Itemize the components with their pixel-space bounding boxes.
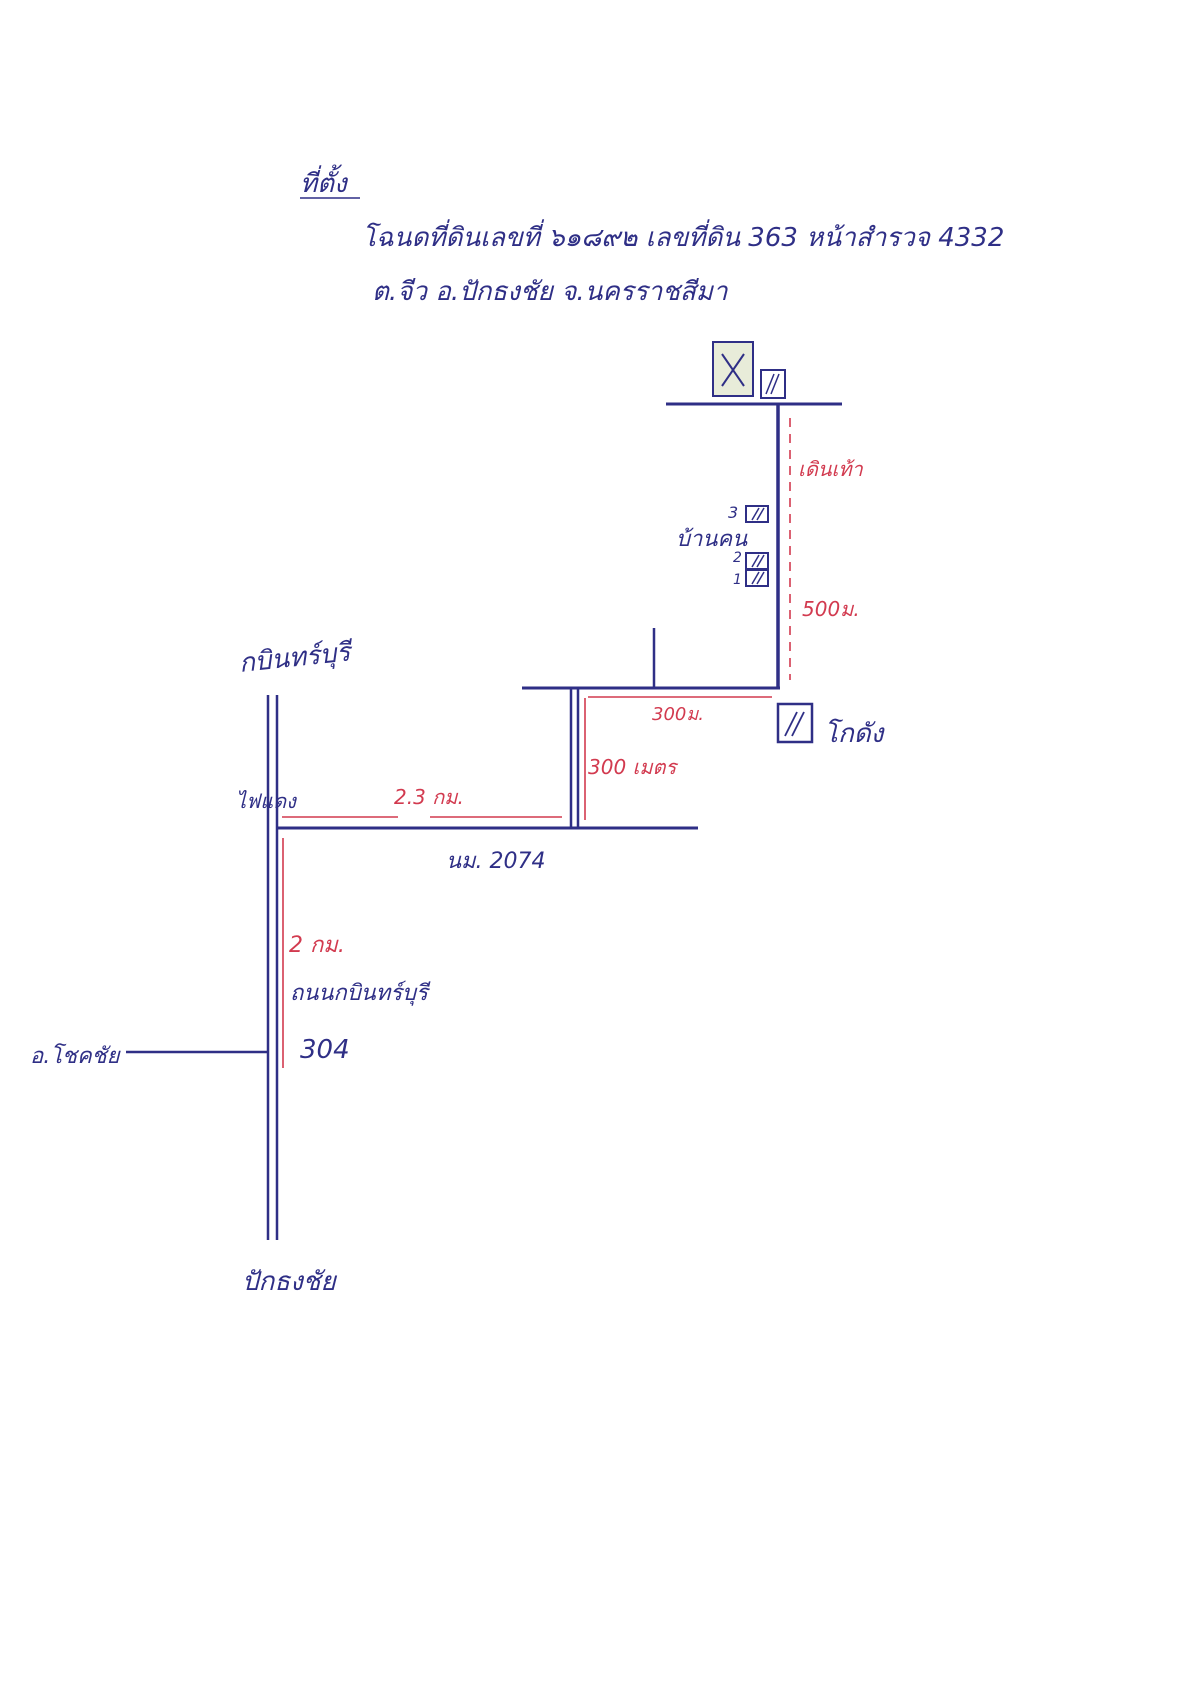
warehouse-label: โกดัง — [824, 718, 886, 749]
header-line1: โฉนดที่ดินเลขที่ ๖๑๘๙๒ เลขที่ดิน 363 หน้… — [362, 219, 1004, 253]
house-1 — [745, 569, 769, 587]
distance-guides — [282, 418, 791, 1068]
walk-label: เดินเท้า — [798, 457, 864, 481]
target-land-marker — [712, 341, 754, 397]
chok-chai-label: อ.โชคชัย — [30, 1043, 122, 1069]
distance-300m: 300ม. — [652, 704, 704, 725]
distance-500m: 500ม. — [802, 597, 860, 621]
header-heading: ที่ตั้ง — [300, 164, 349, 199]
house-number-1: 1 — [733, 572, 742, 588]
distance-2km: 2 กม. — [289, 933, 345, 958]
highway-304 — [266, 695, 279, 1240]
traffic-light-label: ไฟแดง — [236, 789, 297, 813]
connector-road — [569, 688, 580, 828]
warehouse-marker — [776, 702, 814, 744]
house-number-2: 2 — [733, 550, 742, 566]
house-number-3: 3 — [728, 503, 738, 522]
prachinburi-label: กบินทร์บุรี — [238, 637, 356, 679]
distance-300m-vertical: 300 เมตร — [588, 755, 679, 779]
header-line2: ต.จีว อ.ปักธงชัย จ.นครราชสีมา — [372, 277, 729, 307]
road-304-label: 304 — [300, 1035, 350, 1065]
pak-thong-chai-label: ปักธงชัย — [242, 1267, 337, 1297]
road-304-name: ถนนกบินทร์บุรี — [290, 980, 431, 1006]
houses-label: บ้านคน — [676, 527, 748, 552]
road-2074-label: นม. 2074 — [446, 849, 546, 874]
house-3 — [745, 505, 769, 523]
building-near-target — [760, 369, 786, 399]
house-2 — [745, 552, 769, 570]
distance-2-3km: 2.3 กม. — [394, 785, 464, 809]
